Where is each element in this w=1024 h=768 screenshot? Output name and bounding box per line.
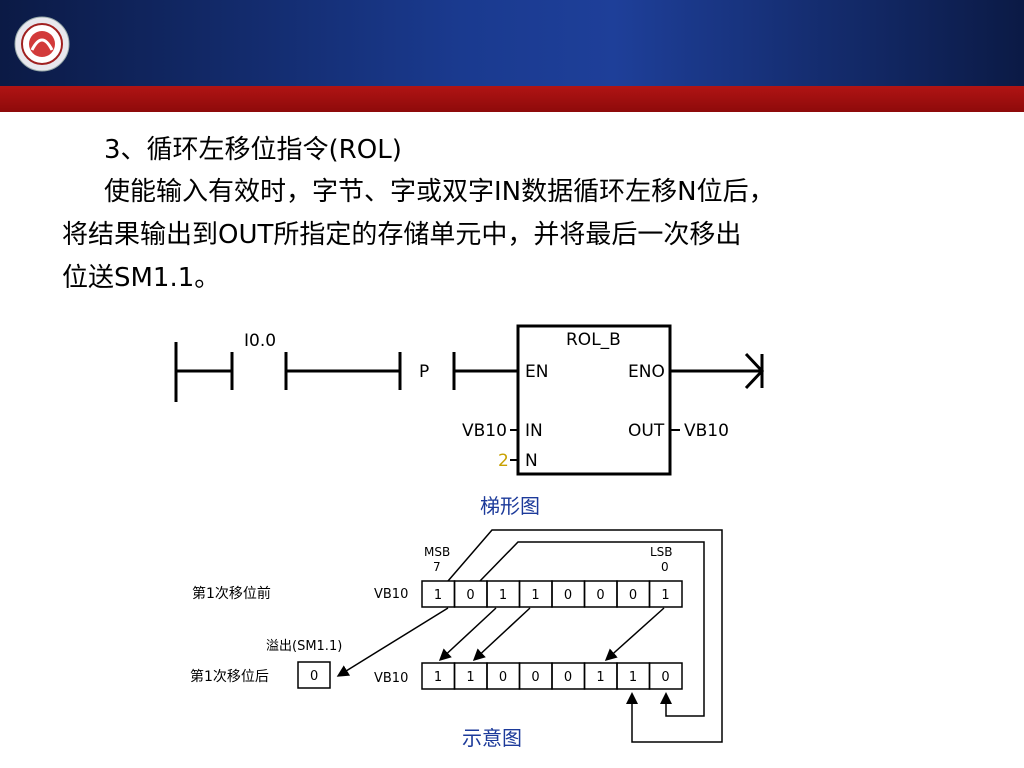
bit-before-value: 0 xyxy=(466,588,474,603)
eno-pin: ENO xyxy=(628,362,665,382)
shift-line-2 xyxy=(438,607,497,662)
in-pin: IN xyxy=(525,421,543,441)
bit-before-value: 0 xyxy=(596,588,604,603)
register-before-label: VB10 xyxy=(374,587,408,602)
n-pin: N xyxy=(525,451,538,471)
block-name: ROL_B xyxy=(566,330,621,350)
bit-before-value: 1 xyxy=(499,588,507,603)
bit-after-value: 0 xyxy=(661,670,669,685)
bit-after-value: 1 xyxy=(434,670,442,685)
in-variable: VB10 xyxy=(462,421,507,441)
en-pin: EN xyxy=(525,362,548,382)
ladder-caption: 梯形图 xyxy=(480,494,540,518)
bit-before-value: 1 xyxy=(434,588,442,603)
before-label: 第1次移位前 xyxy=(192,585,271,602)
bits-after-row: 1 1 0 0 0 1 1 0 xyxy=(421,662,683,690)
bit-after-cell xyxy=(648,662,683,690)
bit-before-value: 0 xyxy=(564,588,572,603)
bit-before-value: 0 xyxy=(629,588,637,603)
shift-line-3 xyxy=(472,607,531,662)
wrap-path-inner xyxy=(479,541,705,717)
after-label: 第1次移位后 xyxy=(190,668,269,685)
shift-line-4 xyxy=(604,607,665,662)
wrap-path-outer xyxy=(447,529,723,743)
title-banner xyxy=(0,0,1024,86)
overflow-label: 溢出(SM1.1) xyxy=(266,639,342,654)
wrap-arrow-inner-icon xyxy=(660,692,672,704)
paragraph-line-2: 将结果输出到OUT所指定的存储单元中，并将最后一次移出 xyxy=(62,220,742,250)
paragraph-line-1: 使能输入有效时，字节、字或双字IN数据循环左移N位后， xyxy=(104,177,775,207)
university-logo-icon xyxy=(14,16,70,72)
bit-after-value: 0 xyxy=(564,670,572,685)
bit-after-value: 0 xyxy=(531,670,539,685)
msb-label: MSB xyxy=(424,545,450,559)
register-after-label: VB10 xyxy=(374,671,408,686)
overflow-box xyxy=(297,661,331,689)
overflow-value: 0 xyxy=(310,669,318,684)
contact-label: I0.0 xyxy=(244,331,276,351)
n-value: 2 xyxy=(498,451,509,471)
bit-after-value: 1 xyxy=(629,670,637,685)
rol-function-block xyxy=(516,324,672,476)
bits-before-row: 1 0 1 1 0 0 0 1 xyxy=(421,580,683,608)
paragraph-line-3: 位送SM1.1。 xyxy=(62,263,221,293)
bit-after-value: 1 xyxy=(466,670,474,685)
lsb-number: 0 xyxy=(661,560,669,574)
p-label: P xyxy=(419,362,429,382)
schematic-caption: 示意图 xyxy=(462,726,522,750)
shift-line-1 xyxy=(336,607,449,677)
bit-before-value: 1 xyxy=(661,588,669,603)
red-stripe xyxy=(0,86,1024,112)
bit-before-value: 1 xyxy=(531,588,539,603)
bit-before-cell xyxy=(648,580,683,608)
out-variable: VB10 xyxy=(684,421,729,441)
bit-after-value: 0 xyxy=(499,670,507,685)
wrap-arrow-outer-icon xyxy=(626,692,638,704)
lsb-label: LSB xyxy=(650,545,673,559)
bit-after-value: 1 xyxy=(596,670,604,685)
instruction-heading: 3、循环左移位指令(ROL) xyxy=(104,135,402,165)
out-pin: OUT xyxy=(628,421,665,441)
msb-number: 7 xyxy=(433,560,441,574)
